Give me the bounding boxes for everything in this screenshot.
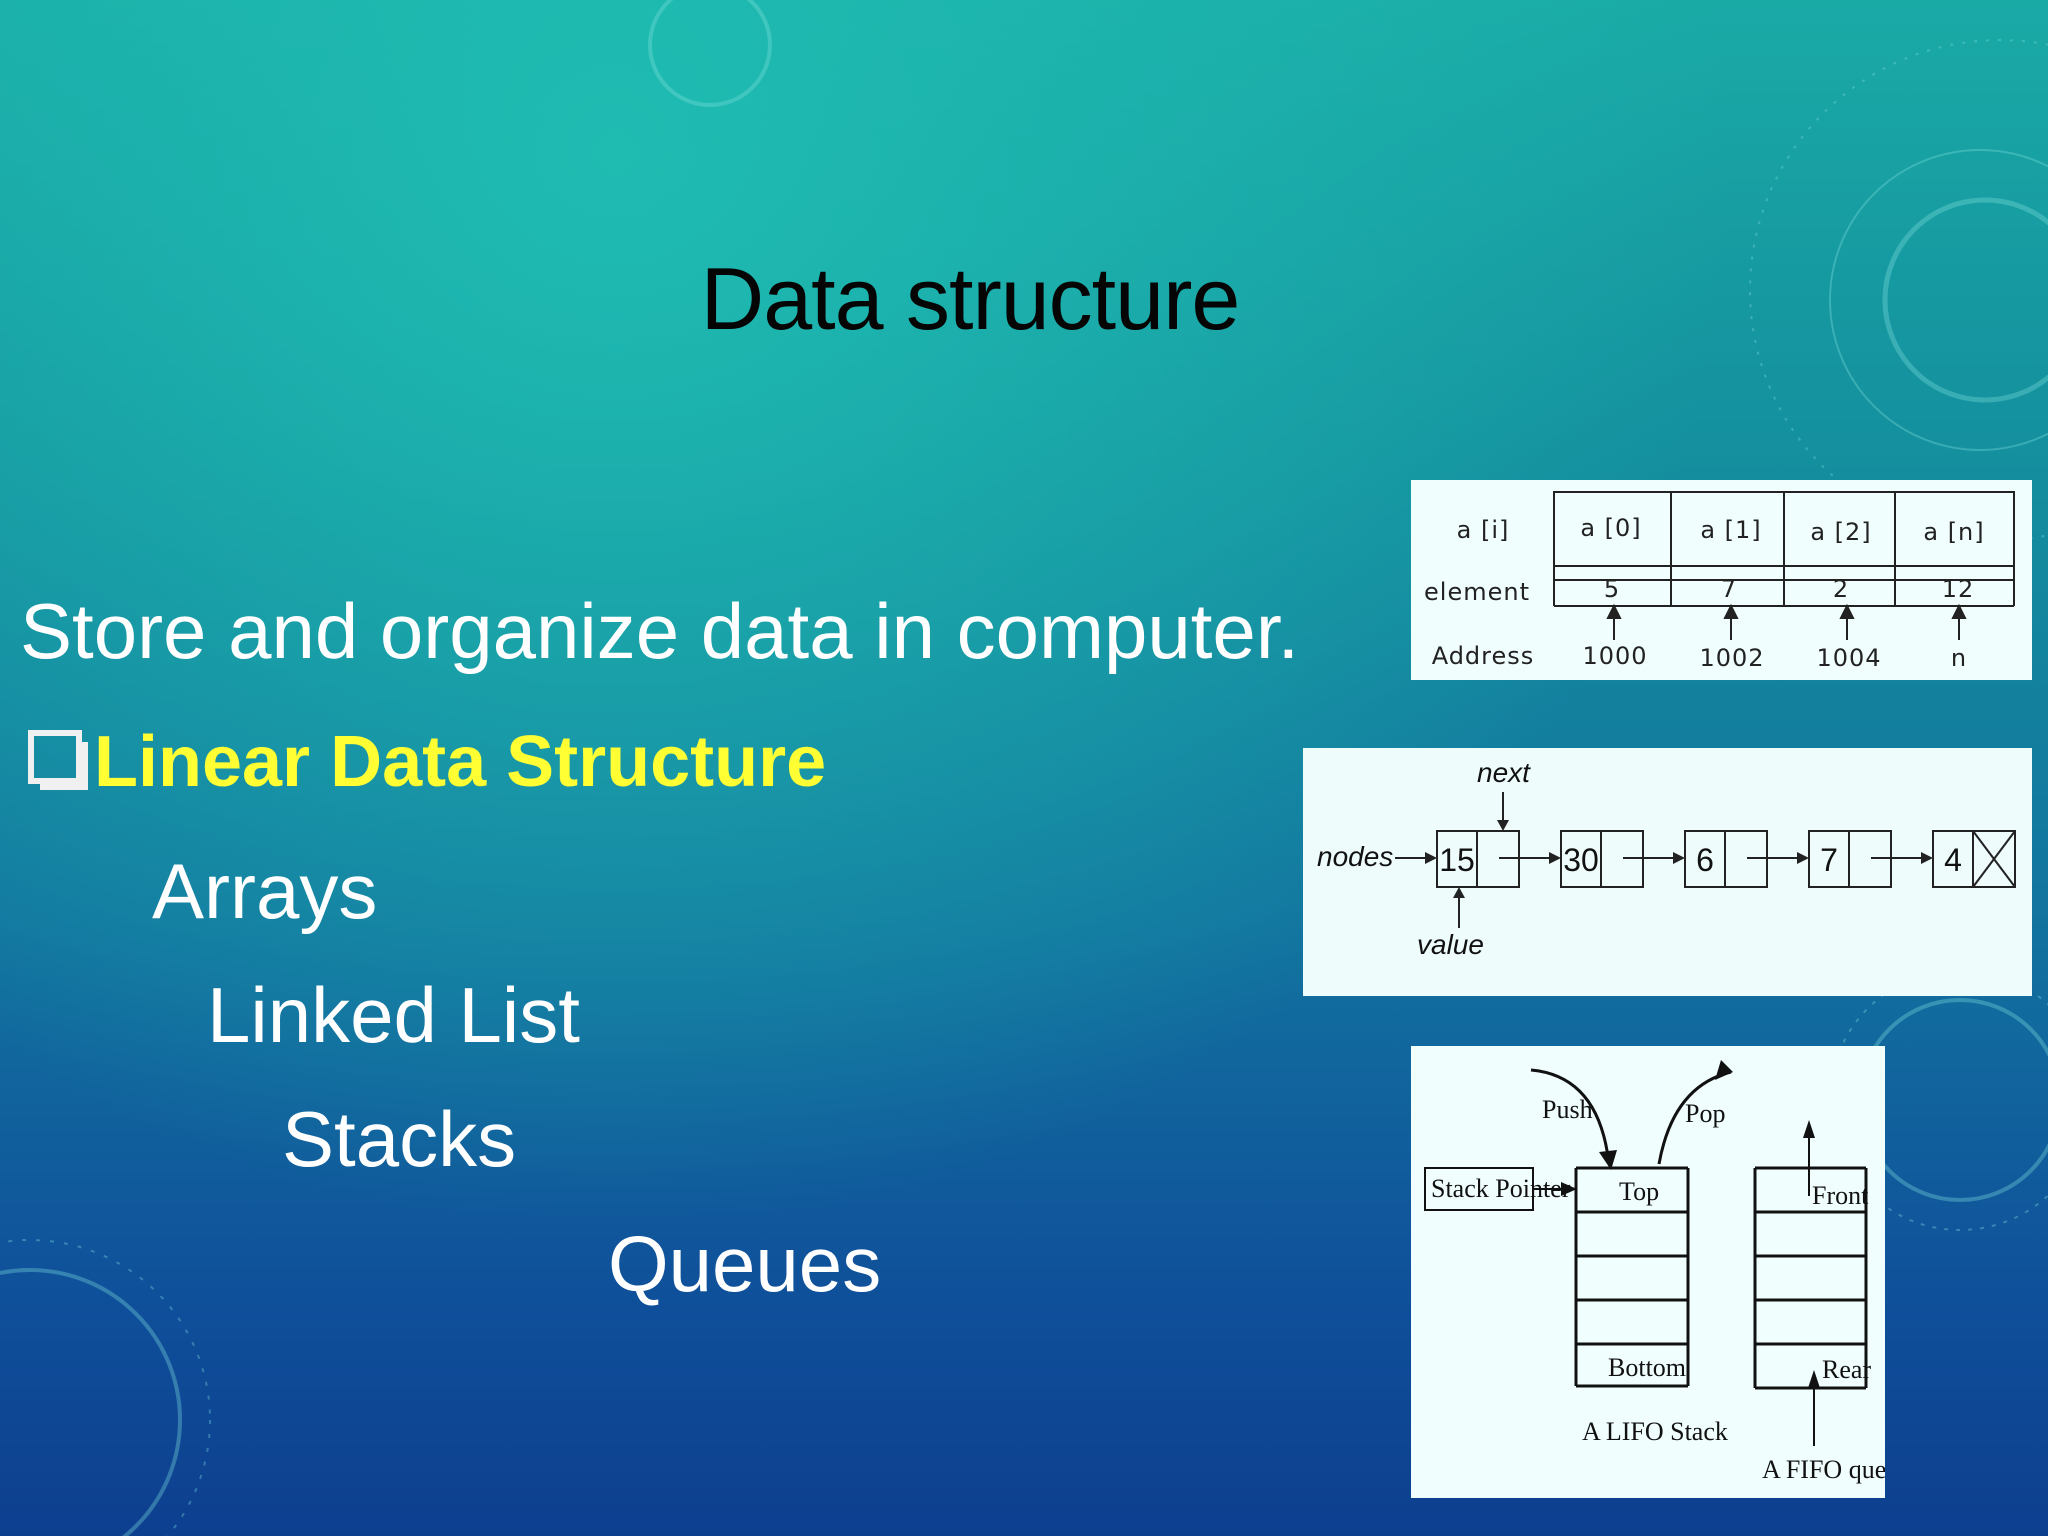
array-element-3: 12 [1942,575,1975,603]
stack-queue-diagram: Push Pop Stack Pointer Top Bottom A LIFO… [1411,1046,1885,1498]
array-header-1: a [1] [1700,516,1761,544]
checkbox-bullet-icon [28,730,88,790]
stack-label-pointer: Stack Pointer [1431,1174,1571,1203]
list-node-value-1: 30 [1563,842,1599,878]
list-label-next: next [1477,757,1531,788]
array-address-1: 1002 [1699,644,1764,672]
item-linked-list: Linked List [207,971,580,1059]
stack-label-push: Push [1542,1095,1593,1124]
stack-label-top: Top [1619,1177,1659,1206]
list-label-value: value [1417,929,1484,960]
linear-heading: Linear Data Structure [28,726,826,798]
array-address-3: n [1951,644,1967,672]
stack-label-bottom: Bottom [1608,1353,1686,1382]
list-node-value-4: 4 [1944,842,1962,878]
stack-caption: A LIFO Stack [1582,1417,1728,1446]
item-queues: Queues [608,1220,882,1308]
list-node-value-3: 7 [1820,842,1838,878]
array-header-0: a [0] [1580,514,1641,542]
linked-list-diagram: nodes next value 15 30 6 7 4 [1303,748,2032,996]
array-diagram: a [i] element Address a [0] a [1] a [2] … [1411,480,2032,680]
array-row-label-address: Address [1432,642,1535,670]
array-row-label-element: element [1424,578,1530,606]
queue-caption: A FIFO queue [1762,1455,1885,1484]
stack-label-pop: Pop [1685,1099,1725,1128]
list-label-nodes: nodes [1317,841,1393,872]
array-element-0: 5 [1604,575,1620,603]
item-stacks: Stacks [282,1095,517,1183]
array-header-3: a [n] [1923,518,1984,546]
item-arrays: Arrays [152,847,378,935]
array-address-2: 1004 [1816,644,1881,672]
queue-label-rear: Rear [1822,1355,1871,1384]
queue-label-front: Front [1812,1181,1869,1210]
array-element-1: 7 [1721,575,1737,603]
store-line: Store and organize data in computer. [20,587,1300,675]
linear-heading-text: Linear Data Structure [94,722,827,802]
array-element-2: 2 [1833,575,1849,603]
slide-title: Data structure [700,249,1241,348]
list-node-value-0: 15 [1439,842,1475,878]
array-header-2: a [2] [1810,518,1871,546]
array-row-label-index: a [i] [1457,516,1510,544]
array-address-0: 1000 [1582,642,1647,670]
list-node-value-2: 6 [1696,842,1714,878]
